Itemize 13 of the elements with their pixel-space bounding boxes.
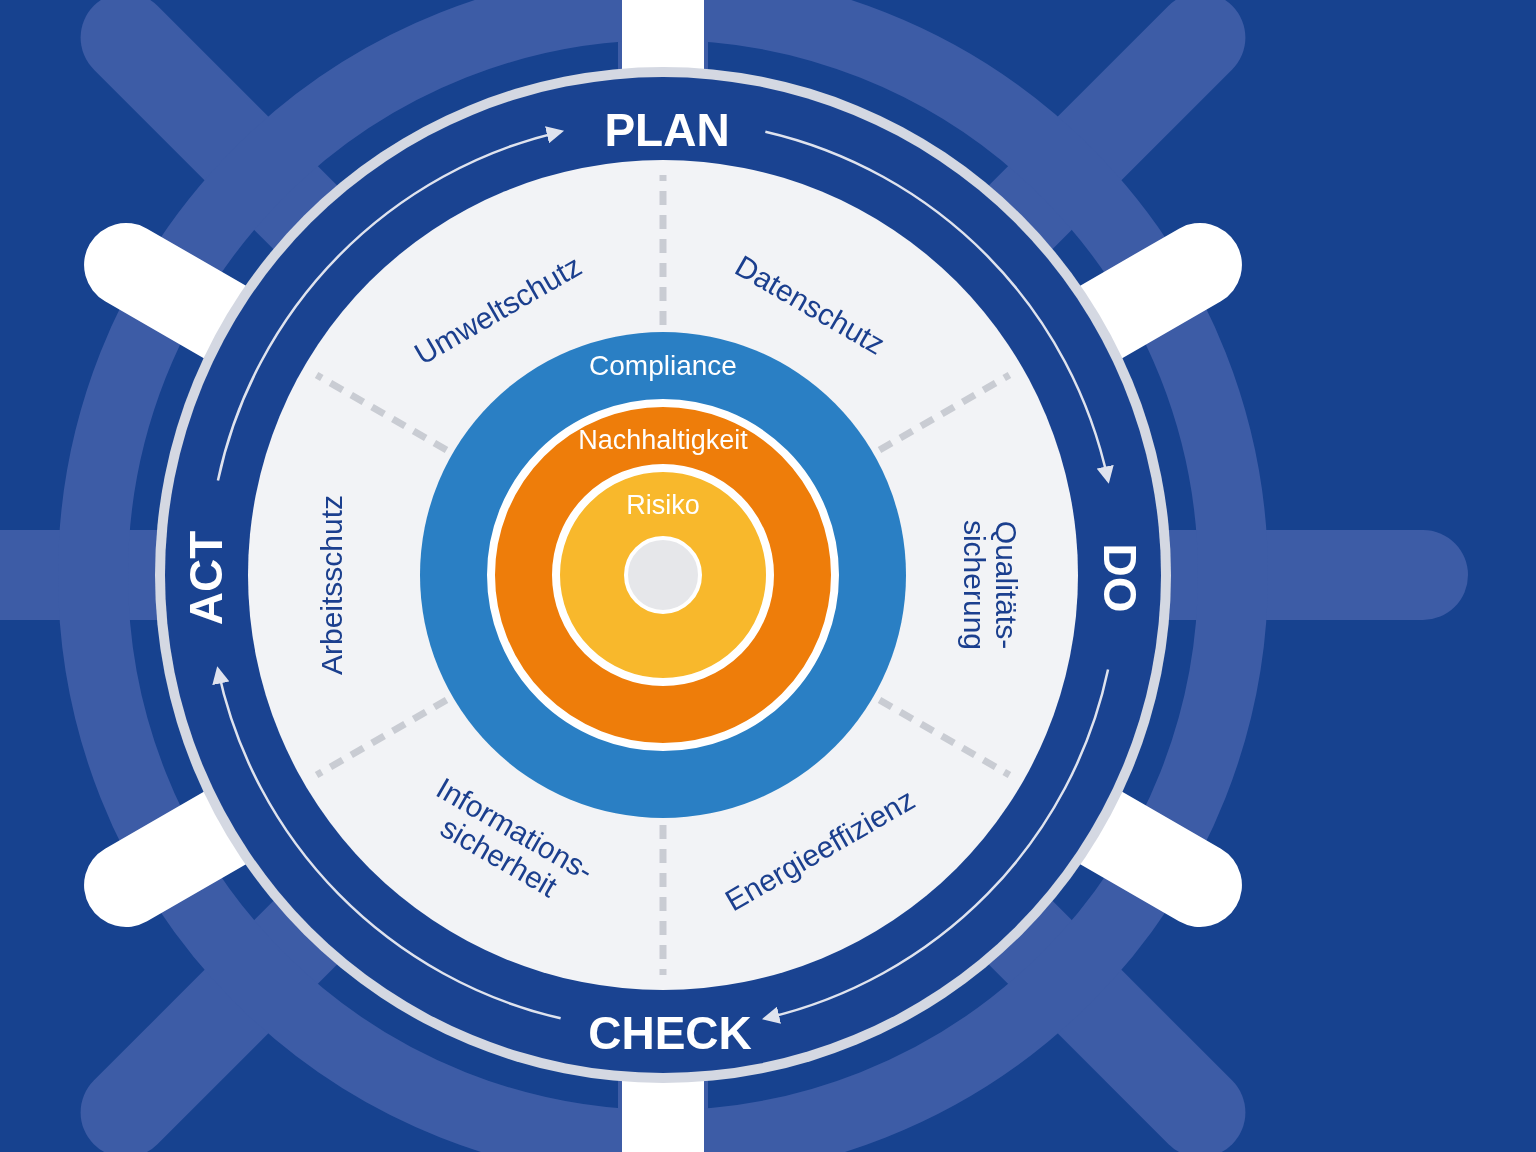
cycle-step-label: PLAN (604, 107, 730, 153)
cycle-arrow (213, 666, 561, 1020)
cycle-step-label: ACT (183, 530, 229, 626)
cycle-arrow (216, 127, 564, 481)
ring-label: Risiko (626, 490, 700, 520)
sector-label: Qualitäts- sicherung (958, 500, 1022, 670)
cycle-arrow (765, 130, 1113, 484)
sector-label: Arbeitsschutz (316, 465, 348, 705)
cycle-step-label: CHECK (588, 1010, 752, 1056)
cycle-arrow (762, 669, 1110, 1023)
cycle-step-label: DO (1097, 543, 1143, 613)
ring-label: Nachhaltigkeit (578, 425, 748, 455)
ring-label: Compliance (589, 350, 737, 381)
